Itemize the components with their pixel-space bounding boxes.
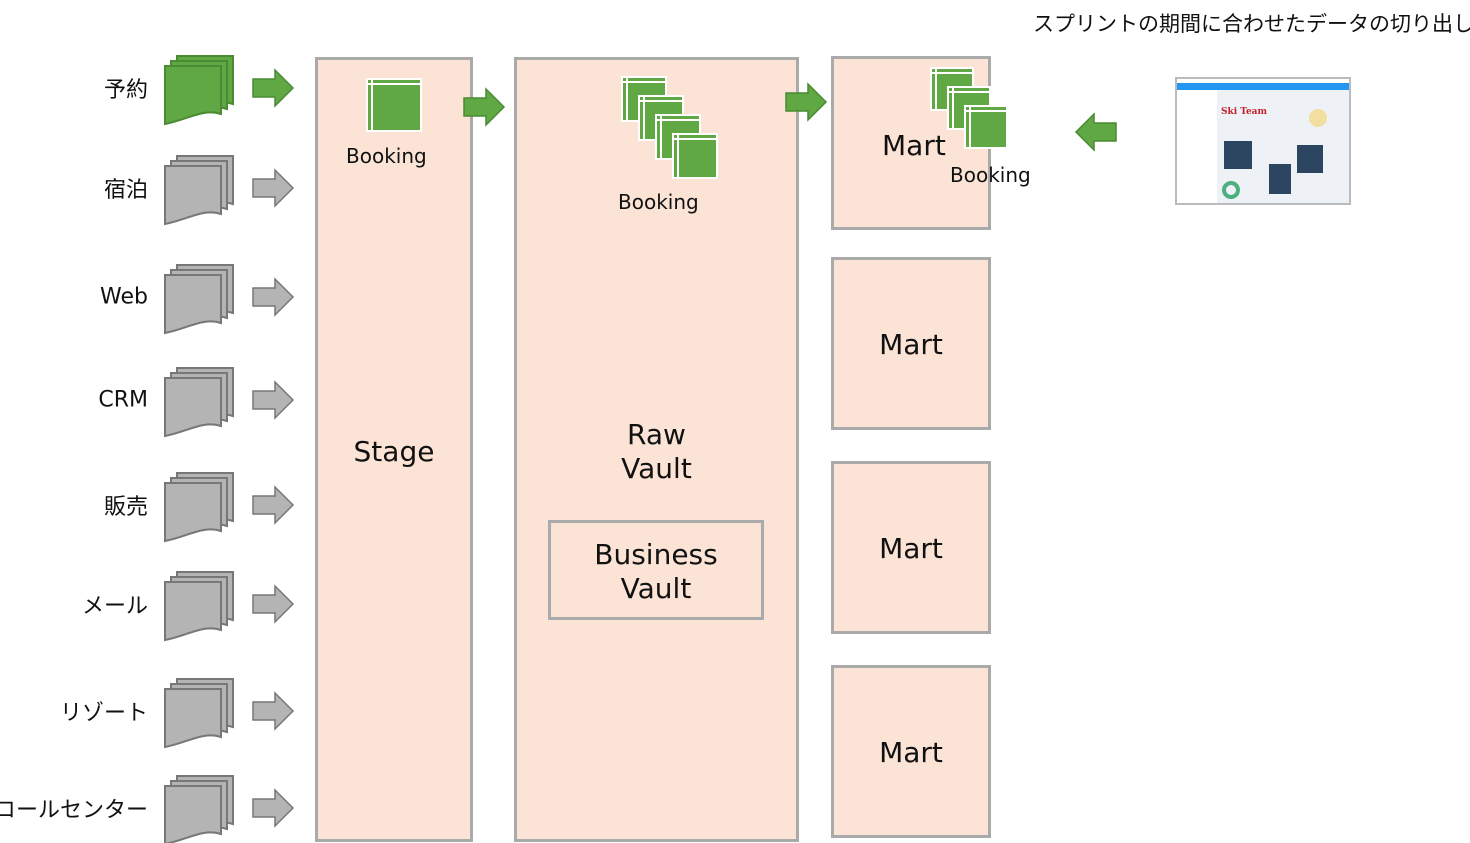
arrow-right-icon xyxy=(463,87,506,127)
source-label: 宿泊 xyxy=(103,178,148,203)
business-vault-label: Business Vault xyxy=(594,538,718,605)
arrow-right-icon xyxy=(252,68,295,108)
document-stack-icon xyxy=(164,571,234,642)
table-icon xyxy=(672,133,718,179)
arrow-right-icon xyxy=(252,380,295,420)
arrow-right-icon xyxy=(252,277,295,317)
document-stack-icon xyxy=(164,55,234,126)
raw-vault-label: Raw Vault xyxy=(621,418,692,485)
mart-2: Mart xyxy=(831,257,991,430)
diagram-title: スプリントの期間に合わせたデータの切り出し xyxy=(1033,12,1470,36)
source-label: CRM xyxy=(98,387,148,413)
mart-table-label: Booking xyxy=(950,163,1031,187)
raw-vault-table-label: Booking xyxy=(618,190,699,214)
mart-label: Mart xyxy=(882,129,946,162)
arrow-right-icon xyxy=(252,788,295,828)
document-stack-icon xyxy=(164,367,234,438)
source-label: Web xyxy=(100,284,148,310)
document-stack-icon xyxy=(164,678,234,749)
arrow-right-icon xyxy=(252,168,295,208)
stage-label: Stage xyxy=(353,435,435,468)
arrow-right-icon xyxy=(252,584,295,624)
arrow-right-icon xyxy=(252,691,295,731)
source-label: メール xyxy=(81,594,148,619)
arrow-right-icon xyxy=(785,82,828,122)
table-icon xyxy=(964,105,1008,149)
dashboard-title: Ski Team xyxy=(1221,107,1268,117)
mart-4: Mart xyxy=(831,665,991,838)
dashboard-thumbnail: Ski Team xyxy=(1175,77,1351,205)
mart-label: Mart xyxy=(879,328,943,361)
stage-table-label: Booking xyxy=(346,144,427,168)
stage-layer: Stage xyxy=(315,57,473,842)
source-label: リゾート xyxy=(59,701,148,726)
mart-label: Mart xyxy=(879,736,943,769)
source-label: 予約 xyxy=(103,78,148,103)
document-stack-icon xyxy=(164,775,234,843)
source-label: 販売 xyxy=(103,495,148,520)
business-vault: Business Vault xyxy=(548,520,764,620)
document-stack-icon xyxy=(164,472,234,543)
mart-3: Mart xyxy=(831,461,991,634)
document-stack-icon xyxy=(164,264,234,335)
document-stack-icon xyxy=(164,155,234,226)
mart-label: Mart xyxy=(879,532,943,565)
arrow-left-icon xyxy=(1074,112,1117,152)
table-icon xyxy=(366,78,422,132)
raw-vault-layer: Raw Vault xyxy=(514,57,799,842)
arrow-right-icon xyxy=(252,485,295,525)
source-label: コールセンター xyxy=(0,798,148,823)
